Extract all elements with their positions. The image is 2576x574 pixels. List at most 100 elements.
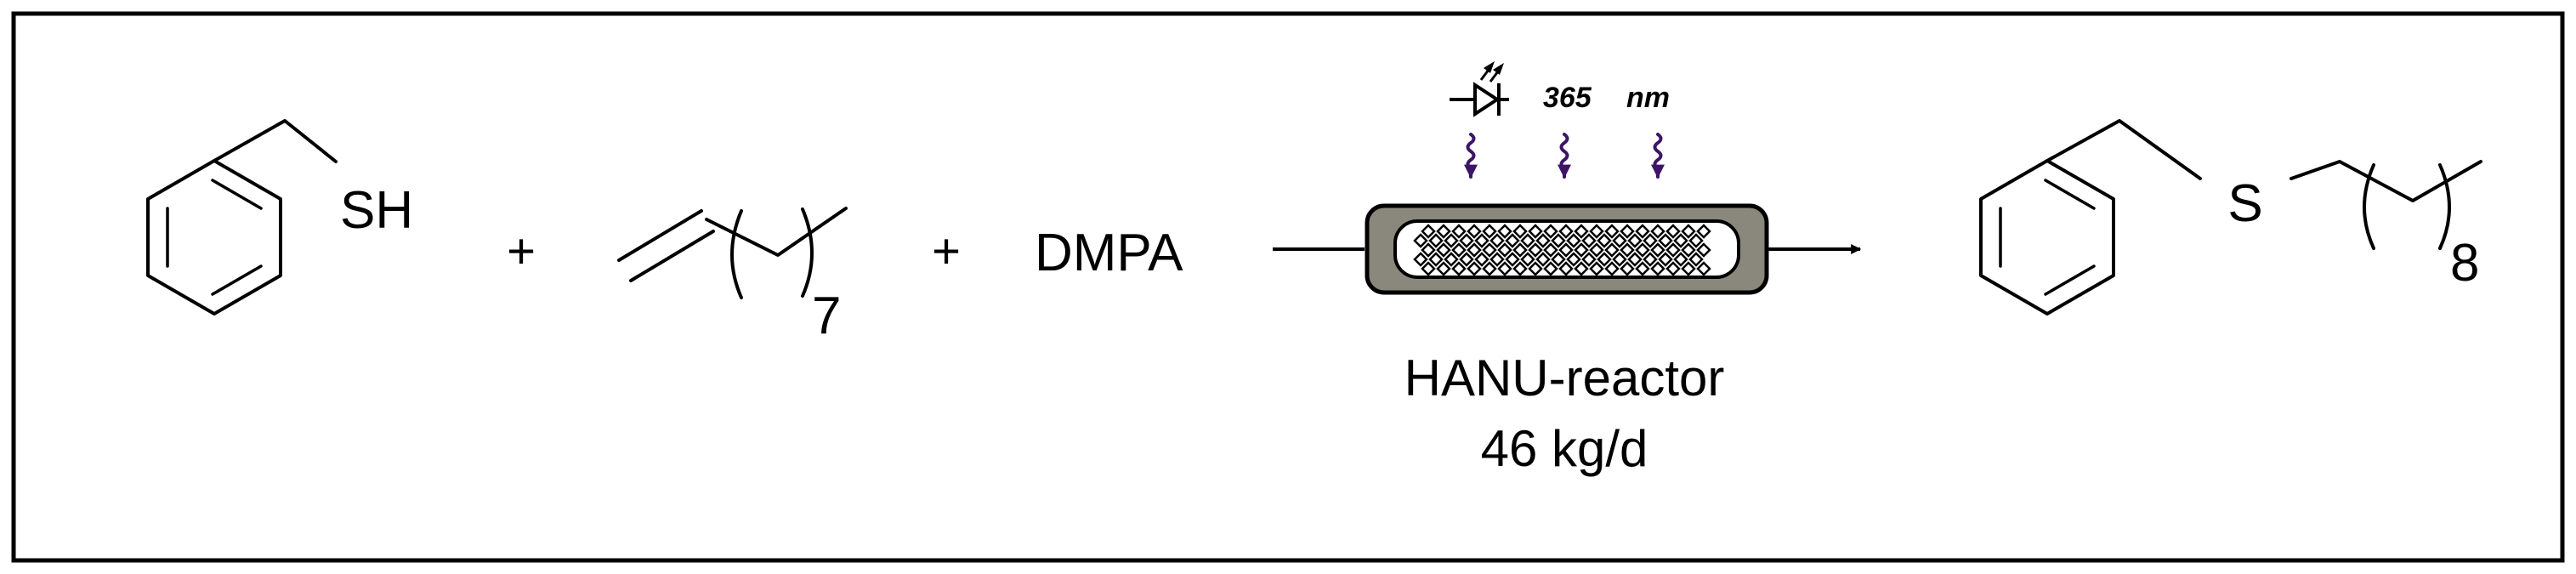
product-structure [1979, 119, 2482, 315]
mixer-diamond [1451, 242, 1467, 258]
mixer-diamond [1413, 233, 1428, 248]
mixer-diamond [1459, 252, 1474, 267]
mixer-diamond [1520, 233, 1535, 248]
mixer-diamond [1650, 261, 1665, 276]
mixer-diamond [1497, 224, 1512, 239]
mixer-diamond [1635, 261, 1650, 276]
mixer-diamond [1520, 252, 1535, 267]
mixer-diamond [1444, 252, 1459, 267]
mixer-diamond [1467, 224, 1482, 239]
mixer-diamond [1635, 242, 1650, 258]
mixer-diamond [1597, 233, 1612, 248]
mixer-diamond [1681, 261, 1696, 276]
mixer-diamond [1620, 261, 1635, 276]
led-icon [1450, 61, 1509, 117]
scheme-frame [11, 11, 2565, 563]
mixer-diamond [1658, 252, 1673, 267]
mixer-diamond [1543, 224, 1558, 239]
mixer-diamond [1627, 252, 1643, 267]
mixer-diamond [1643, 233, 1658, 248]
mixer-diamond [1474, 252, 1489, 267]
mixer-diamond [1681, 242, 1696, 258]
wavelength-unit: nm [1626, 82, 1670, 114]
mixer-diamond [1558, 242, 1574, 258]
mixer-diamond [1497, 261, 1512, 276]
mixer-diamond [1482, 242, 1497, 258]
mixer-diamond [1696, 261, 1711, 276]
mixer-diamond [1620, 242, 1635, 258]
mixer-diamond [1696, 224, 1711, 239]
mixer-diamond [1413, 252, 1428, 267]
mixer-diamond [1643, 252, 1658, 267]
mixer-diamond [1673, 252, 1688, 267]
mixer-diamond [1688, 252, 1704, 267]
mixer-diamond [1467, 242, 1482, 258]
mixer-diamond [1451, 261, 1467, 276]
mixer-diamond [1528, 261, 1543, 276]
mixer-diamond [1612, 252, 1627, 267]
mixer-diamond [1535, 233, 1551, 248]
mixer-diamond [1673, 233, 1688, 248]
mixer-diamond [1451, 224, 1467, 239]
mixer-diamond [1428, 233, 1444, 248]
mixer-diamond [1665, 242, 1681, 258]
mixer-diamond [1665, 224, 1681, 239]
mixer-diamond [1421, 224, 1436, 239]
mixer-diamond [1612, 233, 1627, 248]
mixer-diamond [1558, 261, 1574, 276]
mixer-diamond [1558, 224, 1574, 239]
wavelength-value: 365 [1543, 82, 1592, 114]
reactor-name: HANU-reactor [1404, 350, 1725, 406]
mixer-diamond [1489, 252, 1505, 267]
mixer-diamond [1604, 261, 1620, 276]
mixer-diamond [1512, 242, 1528, 258]
mixer-diamond [1421, 261, 1436, 276]
mixer-diamond [1581, 233, 1597, 248]
mixer-diamond [1421, 242, 1436, 258]
mixer-diamond [1436, 261, 1451, 276]
mixer-diamond [1467, 261, 1482, 276]
mixer-diamond [1474, 233, 1489, 248]
reactor-throughput: 46 kg/d [1481, 420, 1648, 477]
mixer-diamond [1581, 252, 1597, 267]
mixer-diamond [1505, 233, 1520, 248]
mixer-diamond [1696, 242, 1711, 258]
mixer-diamond [1650, 224, 1665, 239]
mixer-diamond [1688, 233, 1704, 248]
mixer-diamond [1658, 233, 1673, 248]
product-repeat-count: 8 [2450, 234, 2479, 293]
sulfide-s-label: S [2227, 174, 2262, 233]
mixer-diamond [1574, 261, 1589, 276]
mixer-diamond [1512, 224, 1528, 239]
mixer-diamond [1528, 242, 1543, 258]
reactor-icon [1365, 203, 1769, 295]
mixer-diamond [1505, 252, 1520, 267]
mixer-diamond [1589, 242, 1604, 258]
mixer-diamond [1665, 261, 1681, 276]
mixer-diamond [1681, 224, 1696, 239]
mixer-diamond [1604, 224, 1620, 239]
mixer-diamond [1551, 233, 1566, 248]
mixer-diamond [1497, 242, 1512, 258]
decene-structure [617, 207, 848, 299]
mixer-diamond [1482, 224, 1497, 239]
decene-repeat-count: 7 [812, 287, 841, 345]
benzyl-thiol-structure [146, 119, 338, 315]
mixer-diamond [1574, 224, 1589, 239]
mixer-diamond [1543, 261, 1558, 276]
thiol-sh-label: SH [340, 181, 413, 240]
static-mixer-pattern [1413, 224, 1711, 276]
mixer-diamond [1444, 233, 1459, 248]
plus-sign-1: + [507, 224, 536, 279]
mixer-diamond [1620, 224, 1635, 239]
mixer-diamond [1627, 233, 1643, 248]
mixer-diamond [1597, 252, 1612, 267]
mixer-diamond [1428, 252, 1444, 267]
mixer-diamond [1650, 242, 1665, 258]
mixer-diamond [1566, 252, 1581, 267]
mixer-diamond [1482, 261, 1497, 276]
irradiation-arrows [1464, 133, 1665, 179]
mixer-diamond [1459, 233, 1474, 248]
mixer-diamond [1489, 233, 1505, 248]
